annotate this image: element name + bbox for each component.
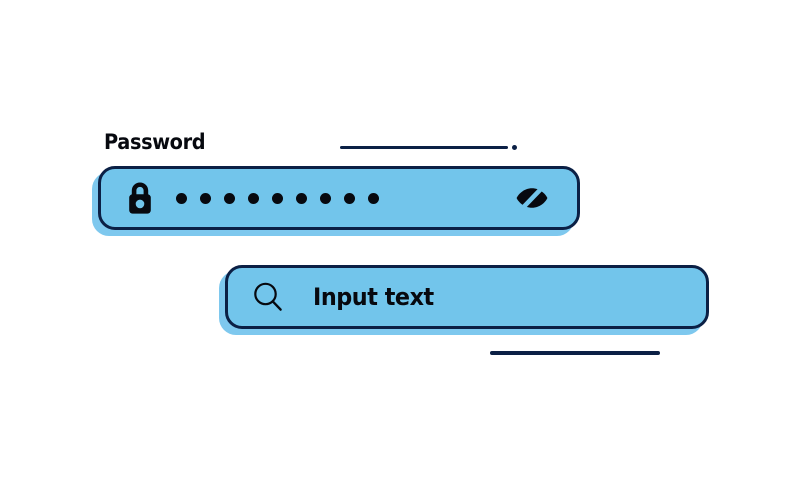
- password-mask-dots: [176, 192, 515, 204]
- mask-dot: [176, 192, 187, 204]
- password-label: Password: [104, 130, 206, 154]
- mask-dot: [200, 192, 211, 204]
- eye-off-icon[interactable]: [515, 184, 549, 212]
- search-field-group: Input text: [219, 265, 709, 335]
- lock-icon: [126, 181, 154, 215]
- search-input-value: Input text: [313, 283, 434, 311]
- mask-dot: [272, 192, 283, 204]
- mask-dot: [248, 192, 259, 204]
- decorative-dot-top: [512, 145, 517, 150]
- mask-dot: [296, 192, 307, 204]
- mask-dot: [224, 192, 235, 204]
- decorative-rule-top: [340, 146, 508, 149]
- decorative-rule-bottom: [490, 351, 660, 355]
- password-field-group: [92, 166, 580, 236]
- mask-dot: [344, 192, 355, 204]
- mask-dot: [368, 192, 379, 204]
- search-input[interactable]: Input text: [225, 265, 709, 329]
- mask-dot: [320, 192, 331, 204]
- password-input[interactable]: [98, 166, 580, 230]
- search-icon[interactable]: [252, 281, 284, 313]
